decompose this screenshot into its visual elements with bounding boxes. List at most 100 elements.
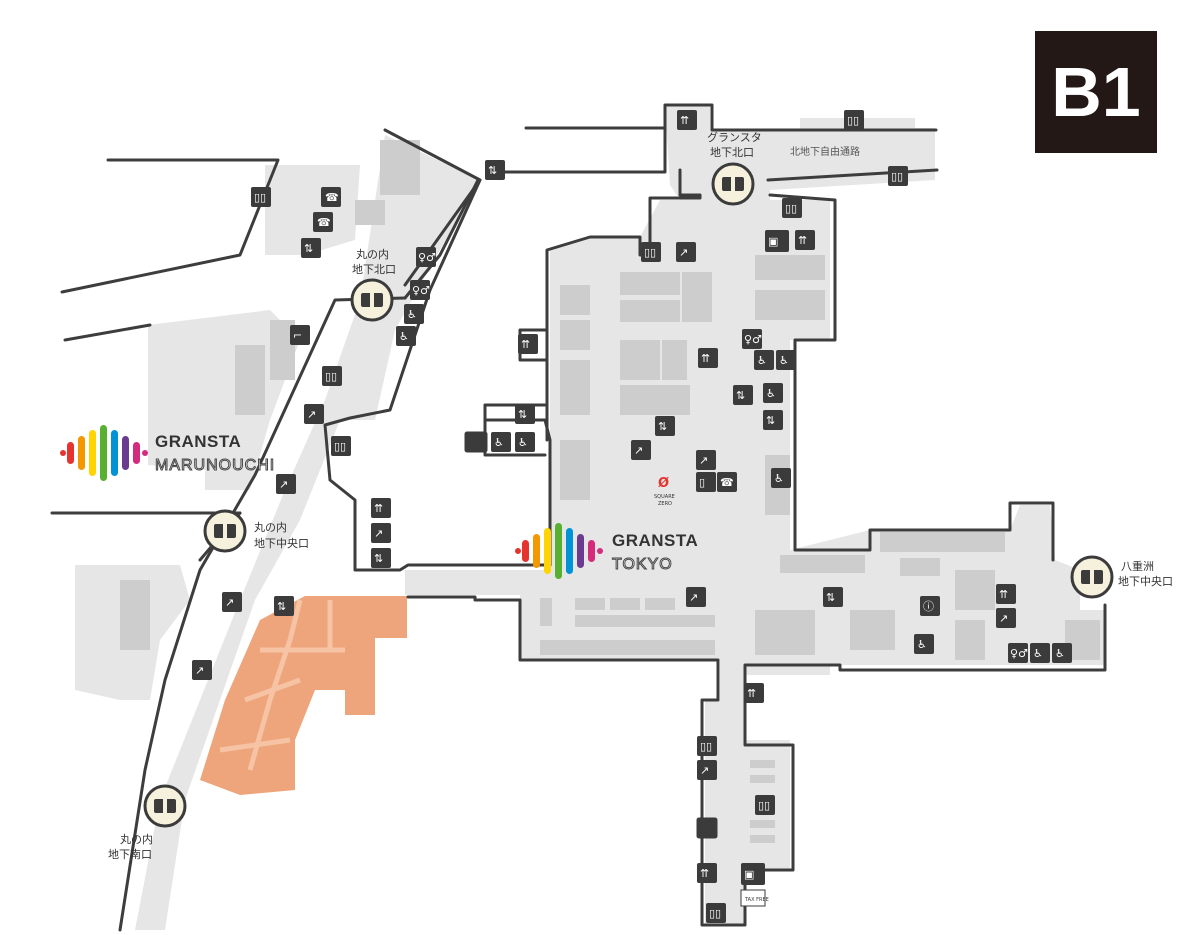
svg-text:SQUARE: SQUARE [654,494,675,500]
svg-text:↗: ↗ [700,764,709,777]
svg-text:▯▯: ▯▯ [334,440,346,453]
brand-marunouchi-sub: MARUNOUCHI [155,457,275,474]
elevator-icon: ▯▯ [322,366,342,386]
svg-text:♿: ♿ [757,354,767,367]
amenity-icons: ▯▯ ☎ ☎ ⇅ ♀♂ ♀♂ ♿ ♿ ⌐ ▯▯ ↗ ▯▯ ↗ ⇈ ↗ ⇅ ↗ ⇅… [192,110,1072,923]
logo-dot [515,548,521,554]
logo-bar [122,436,129,470]
accessible-icon: ♿ [1030,643,1050,663]
svg-text:♿: ♿ [1055,647,1065,660]
north-passage-label: 北地下自由通路 [790,145,860,158]
ticket-gate-icon [143,784,187,828]
exit-marunouchi-south-line1: 丸の内 [120,832,153,846]
logo-bar [111,430,118,476]
svg-text:♀♂: ♀♂ [744,333,762,346]
logo-dot [60,450,66,456]
atm-icon: ⇅ [515,404,535,424]
svg-text:⇅: ⇅ [766,414,775,427]
escalator-icon: ↗ [222,592,242,612]
svg-text:↗: ↗ [195,664,204,677]
svg-text:⇈: ⇈ [700,867,709,880]
ticket-gate-icon [203,509,247,553]
escalator-icon: ↗ [304,404,324,424]
svg-text:☎: ☎ [317,216,331,229]
exit-marunouchi-north-line1: 丸の内 [356,247,389,261]
restroom-icon: ♀♂ [1008,643,1028,663]
svg-text:⇈: ⇈ [521,338,530,351]
svg-text:↗: ↗ [307,408,316,421]
svg-text:♀♂: ♀♂ [1010,647,1028,660]
accessible-icon: ♿ [396,326,416,346]
svg-text:♿: ♿ [917,638,927,651]
restroom-icon: ♀♂ [410,280,430,300]
escalator-icon: ↗ [686,587,706,607]
svg-text:Ø: Ø [658,476,669,491]
stairs-icon: ⇈ [697,863,717,883]
stairs-icon: ⇈ [744,683,764,703]
info-icon: ▣ [741,863,765,885]
brand-marunouchi-name: GRANSTA [155,432,241,451]
exit-labels: グランスタ 地下北口 丸の内 地下北口 丸の内 地下中央口 丸の内 地下南口 八… [108,130,1173,861]
svg-text:⇈: ⇈ [680,114,689,127]
exit-marunouchi-north-line2: 地下北口 [352,263,396,276]
svg-text:⇅: ⇅ [736,389,745,402]
svg-text:♀♂: ♀♂ [418,251,436,264]
floor-level-badge: B1 [1035,31,1157,153]
svg-text:♿: ♿ [779,354,789,367]
logo-dot [142,450,148,456]
escalator-icon: ↗ [371,523,391,543]
svg-text:⇈: ⇈ [374,502,383,515]
accessible-icon: ♿ [1052,643,1072,663]
elevator-icon: ▯▯ [641,242,661,262]
exit-marunouchi-central-line2: 地下中央口 [254,537,309,550]
atm-icon: ⇅ [485,160,505,180]
svg-text:▯: ▯ [699,476,705,489]
elevator-icon: ▯▯ [844,110,864,130]
logo-bar [89,430,96,476]
highlighted-zone[interactable] [200,596,407,795]
logo-bar [544,528,551,574]
stairs-icon: ⇈ [677,110,697,130]
atm-icon: ⇅ [823,587,843,607]
logo-bar [78,436,85,470]
svg-text:▯▯: ▯▯ [700,740,712,753]
svg-text:♀♂: ♀♂ [699,822,717,835]
svg-text:▯▯: ▯▯ [891,170,903,183]
atm-icon: ⇅ [371,548,391,568]
svg-text:♀♂: ♀♂ [467,436,485,449]
escalator-icon: ↗ [631,440,651,460]
shop-blocks [120,140,1100,843]
accessible-icon: ♿ [771,468,791,488]
svg-text:⌐: ⌐ [293,329,302,342]
elevator-icon: ▯▯ [251,187,271,207]
restroom-icon: ♀♂ [696,817,718,839]
logo-bar [588,540,595,562]
svg-text:▣: ▣ [768,235,778,248]
restroom-icon: ♀♂ [464,431,488,453]
exit-marunouchi-south-line2: 地下南口 [108,848,152,861]
svg-text:↗: ↗ [279,478,288,491]
svg-text:⇅: ⇅ [658,420,667,433]
svg-text:ⓘ: ⓘ [923,600,934,613]
svg-text:▯▯: ▯▯ [325,370,337,383]
svg-text:▣: ▣ [744,868,754,881]
svg-text:↗: ↗ [634,444,643,457]
svg-text:ZERO: ZERO [658,501,672,507]
phone-icon: ☎ [313,212,333,232]
svg-text:⇅: ⇅ [304,242,313,255]
accessible-icon: ♿ [491,432,511,452]
svg-text:⇅: ⇅ [277,600,286,613]
exit-yaesu-central-line2: 地下中央口 [1118,575,1173,588]
svg-text:♿: ♿ [494,436,504,449]
exit-marunouchi-central-line1: 丸の内 [254,520,287,534]
elevator-icon: ▯▯ [888,166,908,186]
svg-text:⇅: ⇅ [374,552,383,565]
svg-text:⇅: ⇅ [518,408,527,421]
svg-text:☎: ☎ [720,476,734,489]
svg-text:▯▯: ▯▯ [758,799,770,812]
brand-tokyo-sub: TOKYO [612,556,673,573]
accessible-icon: ♿ [515,432,535,452]
escalator-icon: ↗ [192,660,212,680]
ticket-gates [143,162,1114,828]
